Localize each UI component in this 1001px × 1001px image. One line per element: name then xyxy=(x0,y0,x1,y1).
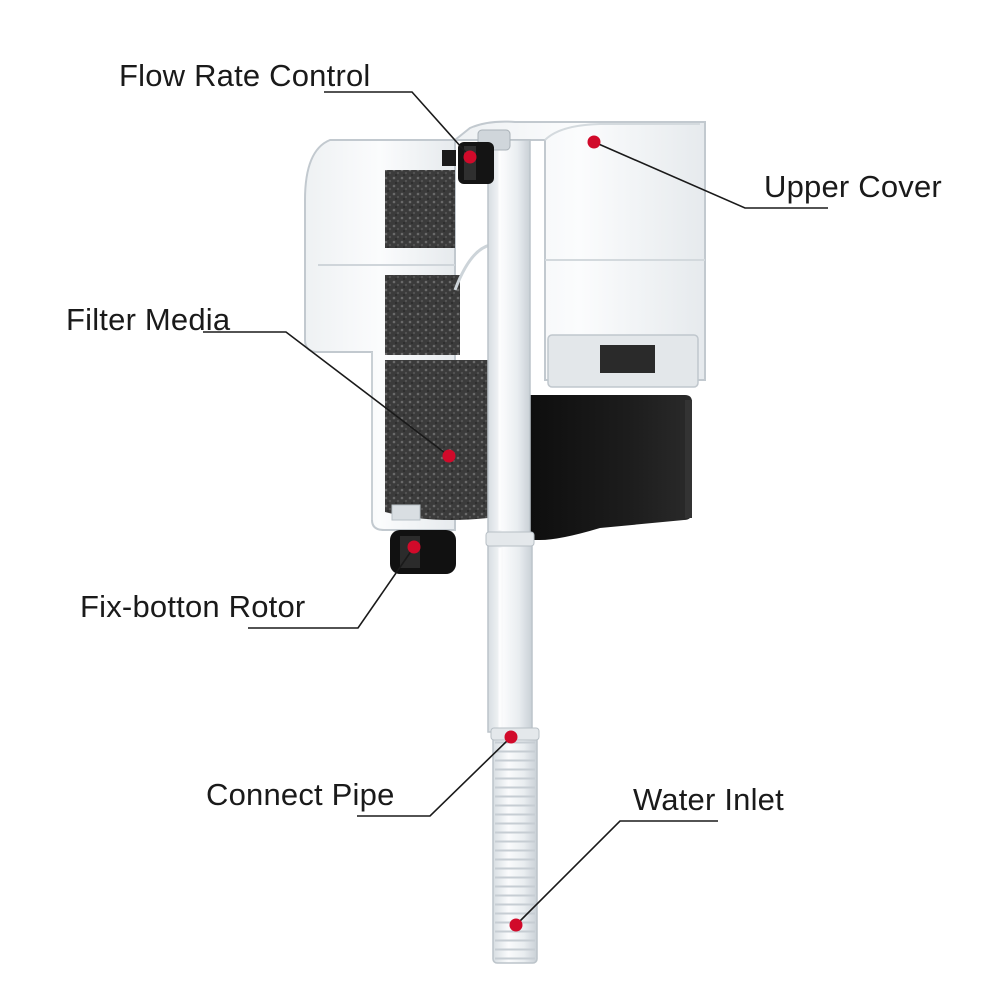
label-flow-rate-control: Flow Rate Control xyxy=(119,58,371,93)
leader-line-rotor xyxy=(248,546,415,629)
leader-line-filter-media xyxy=(203,331,450,457)
leader-lines xyxy=(203,91,828,926)
label-water-inlet: Water Inlet xyxy=(633,782,784,817)
leader-line-water-inlet xyxy=(515,820,718,926)
marker-upper-cover xyxy=(587,135,601,149)
marker-connect-pipe xyxy=(504,730,518,744)
label-connect-pipe: Connect Pipe xyxy=(206,777,395,812)
label-filter-media: Filter Media xyxy=(66,302,231,337)
upper-cover xyxy=(452,120,706,388)
leader-line-flow-rate xyxy=(324,91,471,158)
marker-water-inlet xyxy=(509,918,523,932)
pump-motor xyxy=(530,395,692,540)
filter-media-sponge xyxy=(385,170,488,520)
outlet-tube xyxy=(487,139,531,541)
marker-flow-rate xyxy=(463,150,477,164)
marker-rotor xyxy=(407,540,421,554)
label-upper-cover: Upper Cover xyxy=(764,169,942,204)
leader-line-upper-cover xyxy=(593,141,828,209)
connect-pipe xyxy=(485,531,535,733)
label-fix-botton-rotor: Fix-botton Rotor xyxy=(80,589,306,624)
marker-filter-media xyxy=(442,449,456,463)
markers xyxy=(407,135,601,932)
leader-line-connect-pipe xyxy=(357,736,512,817)
water-inlet xyxy=(490,727,540,964)
